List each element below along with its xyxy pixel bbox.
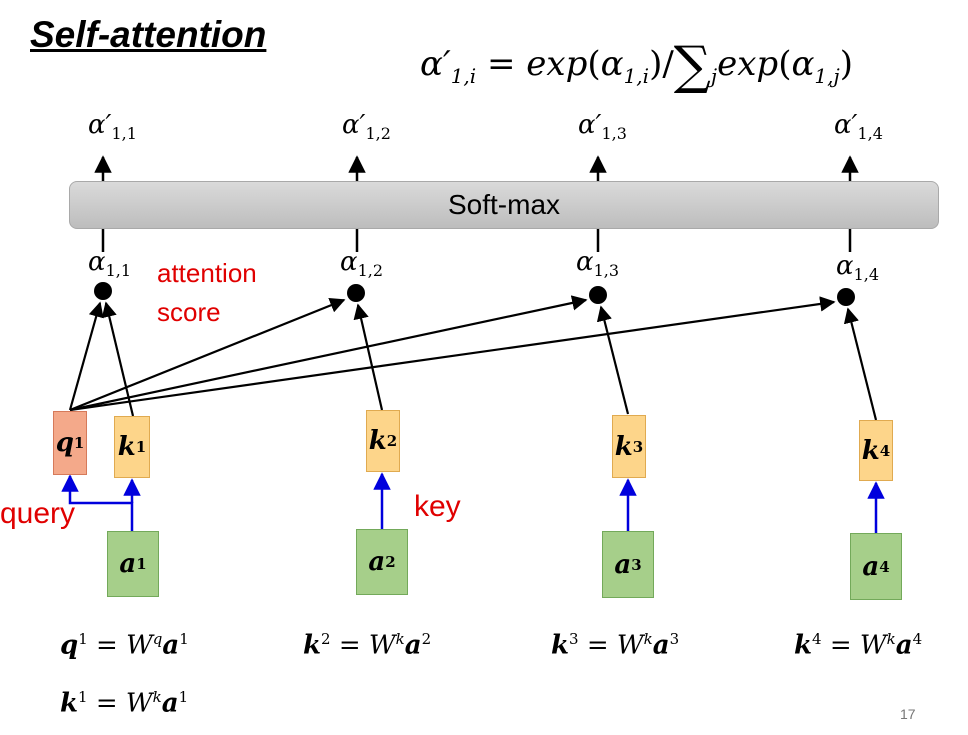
q-to-score-3 <box>69 295 588 412</box>
formula-lhs: α′ <box>420 44 451 84</box>
equation-q1: q1 = Wqa1 <box>60 630 189 661</box>
k2-to-score-2 <box>353 303 384 411</box>
formula-arg1-sub: 1,i <box>623 63 650 88</box>
score-dot-2 <box>347 284 365 302</box>
score-dot-4 <box>837 288 855 306</box>
formula-exp1: exp <box>526 44 588 84</box>
score-dot-3 <box>589 286 607 304</box>
q-to-score-4 <box>69 296 836 412</box>
output-label-2: α′1,2 <box>342 110 391 144</box>
formula-arg1: α <box>600 44 624 84</box>
q-to-score-1 <box>68 301 104 411</box>
formula-slash: / <box>662 44 674 84</box>
score-label-3: α1,3 <box>576 247 620 281</box>
output-label-3: α′1,3 <box>578 110 627 144</box>
equation-k4: k4 = Wka4 <box>794 630 923 661</box>
formula-eq: = <box>476 44 527 84</box>
output-label-4: α′1,4 <box>834 110 883 144</box>
k3-to-score-3 <box>596 305 630 415</box>
k1-to-score-1 <box>101 301 135 417</box>
key-label: key <box>414 490 461 523</box>
formula-lhs-sub: 1,i <box>450 63 477 88</box>
formula-sum: ∑ <box>673 36 711 96</box>
score-label-2: α1,2 <box>340 247 384 281</box>
equation-k2: k2 = Wka2 <box>303 630 432 661</box>
softmax-formula: α′1,i = exp(α1,i)/∑jexp(α1,j) <box>420 36 853 96</box>
formula-exp2: exp <box>717 44 779 84</box>
a1-to-q1-arrow <box>61 474 134 531</box>
page-number: 17 <box>900 706 916 722</box>
formula-arg2: α <box>791 44 815 84</box>
softmax-bar: Soft-max <box>69 181 939 229</box>
score-label-4: α1,4 <box>836 251 880 285</box>
score-label-1: α1,1 <box>88 247 132 281</box>
equation-k1: k1 = Wka1 <box>60 688 189 719</box>
attention-score-label: attention score <box>157 258 257 327</box>
equation-k3: k3 = Wka3 <box>551 630 680 661</box>
slide-title: Self-attention <box>30 14 267 55</box>
formula-arg2-sub: 1,j <box>814 63 840 88</box>
score-dot-1 <box>94 282 112 300</box>
output-label-1: α′1,1 <box>88 110 137 144</box>
formula-sum-sub: j <box>710 63 718 88</box>
query-label: query <box>0 497 76 530</box>
k4-to-score-4 <box>843 307 878 421</box>
q-to-score-2 <box>69 298 346 412</box>
